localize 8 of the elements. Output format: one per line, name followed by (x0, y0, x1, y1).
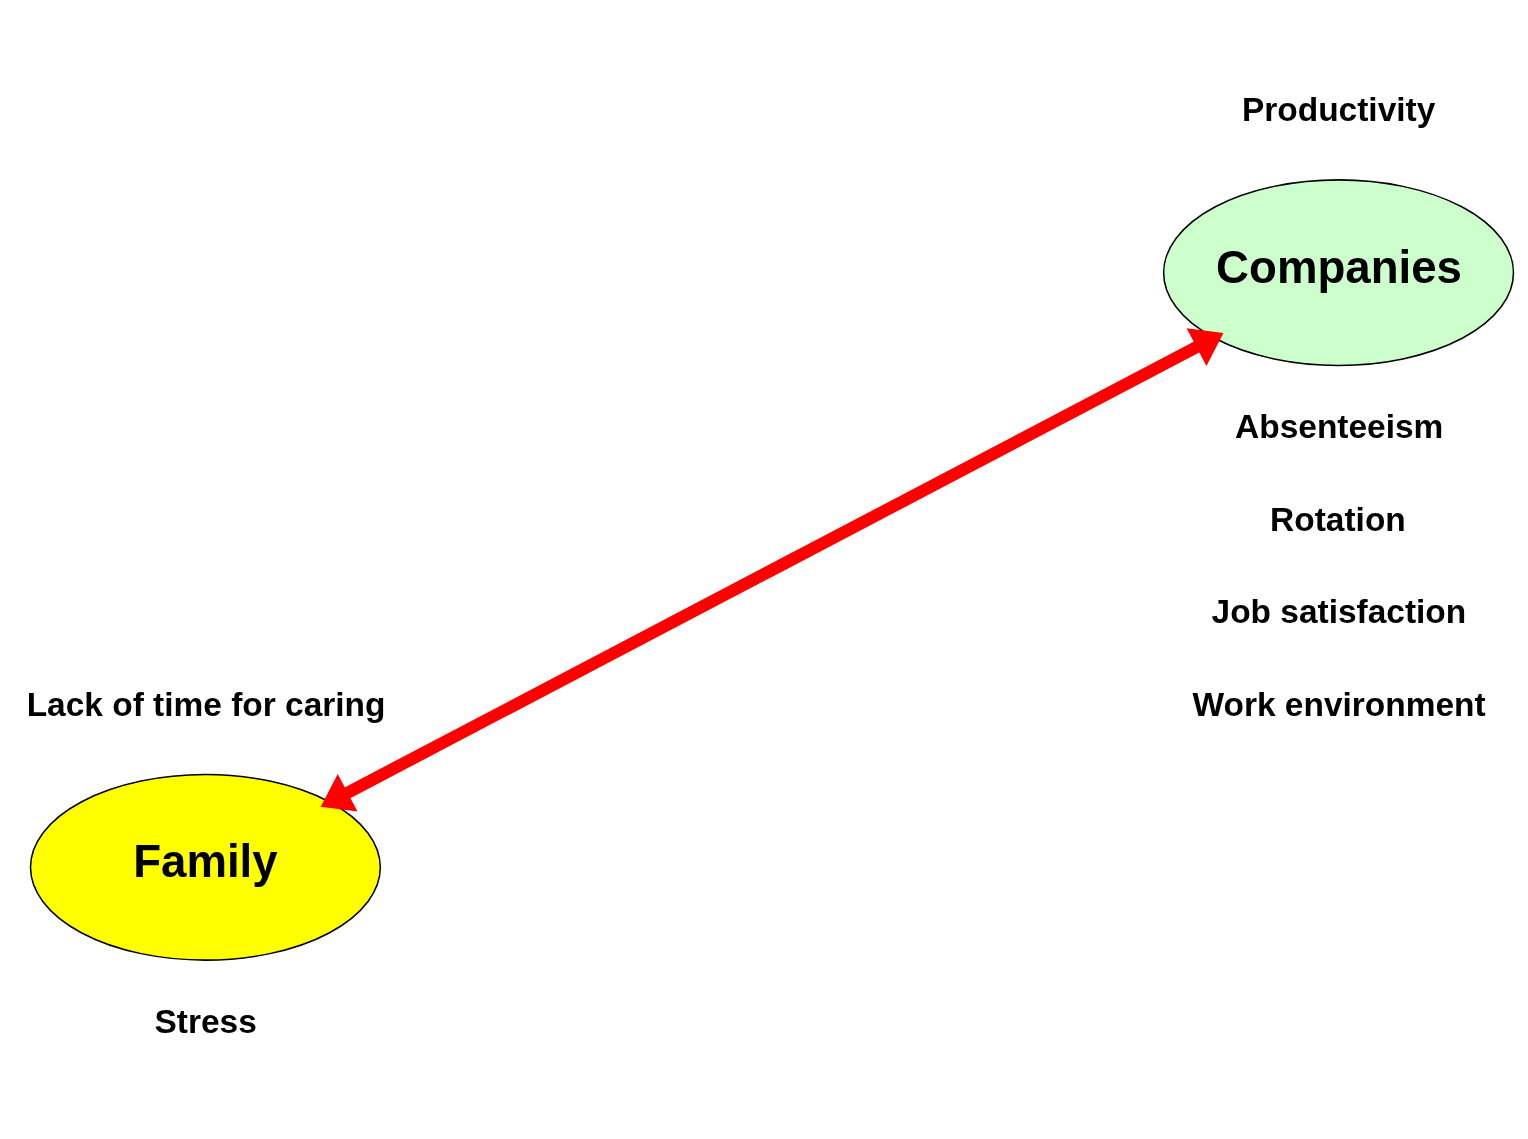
node-label: Rotation (1270, 500, 1406, 538)
node-label: Job satisfaction (1211, 592, 1467, 630)
node-label: Lack of time for caring (26, 685, 386, 723)
node-label: Productivity (1241, 90, 1436, 128)
node-label: Absenteeism (1235, 407, 1444, 445)
arrow (320, 327, 1224, 812)
node-label: Stress (154, 1002, 257, 1040)
node-label: Work environment (1192, 685, 1486, 723)
